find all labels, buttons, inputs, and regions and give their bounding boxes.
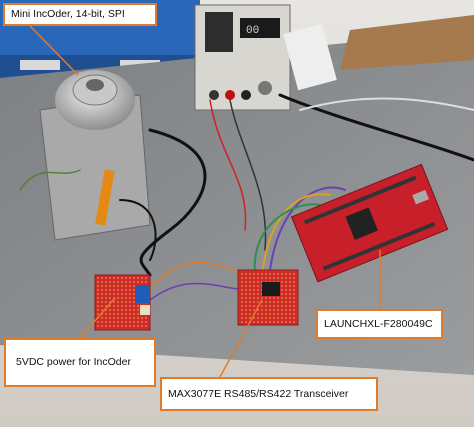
callout-power-text: 5VDC power for IncOder <box>16 356 131 369</box>
leader-lines <box>29 25 381 378</box>
callout-incoder: Mini IncOder, 14-bit, SPI <box>3 3 157 26</box>
flex-ribbon <box>95 169 115 226</box>
power-strip <box>283 23 337 91</box>
bench-edge <box>340 15 474 70</box>
encoder-assembly <box>39 70 151 241</box>
callout-transceiver-text: MAX3077E RS485/RS422 Transceiver <box>168 387 349 400</box>
callout-launchpad: LAUNCHXL-F280049C <box>316 309 443 339</box>
power-protoboard <box>94 274 151 331</box>
svg-text:00: 00 <box>246 25 259 37</box>
callout-transceiver: MAX3077E RS485/RS422 Transceiver <box>160 377 378 411</box>
power-supply: 00 <box>194 4 291 111</box>
transceiver-protoboard <box>237 269 299 326</box>
launchpad-board <box>290 163 449 283</box>
callout-power: 5VDC power for IncOder <box>4 338 156 387</box>
callout-launchpad-text: LAUNCHXL-F280049C <box>324 317 433 330</box>
callout-incoder-text: Mini IncOder, 14-bit, SPI <box>11 8 125 21</box>
